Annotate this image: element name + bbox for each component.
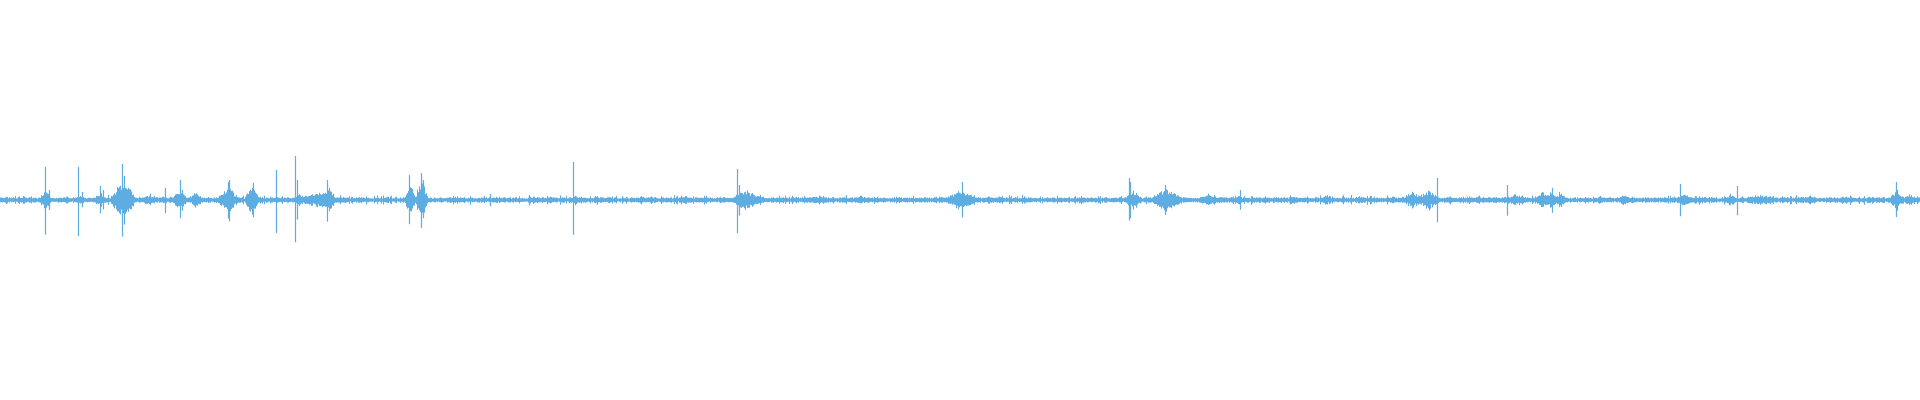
- waveform-samples: [0, 156, 1920, 243]
